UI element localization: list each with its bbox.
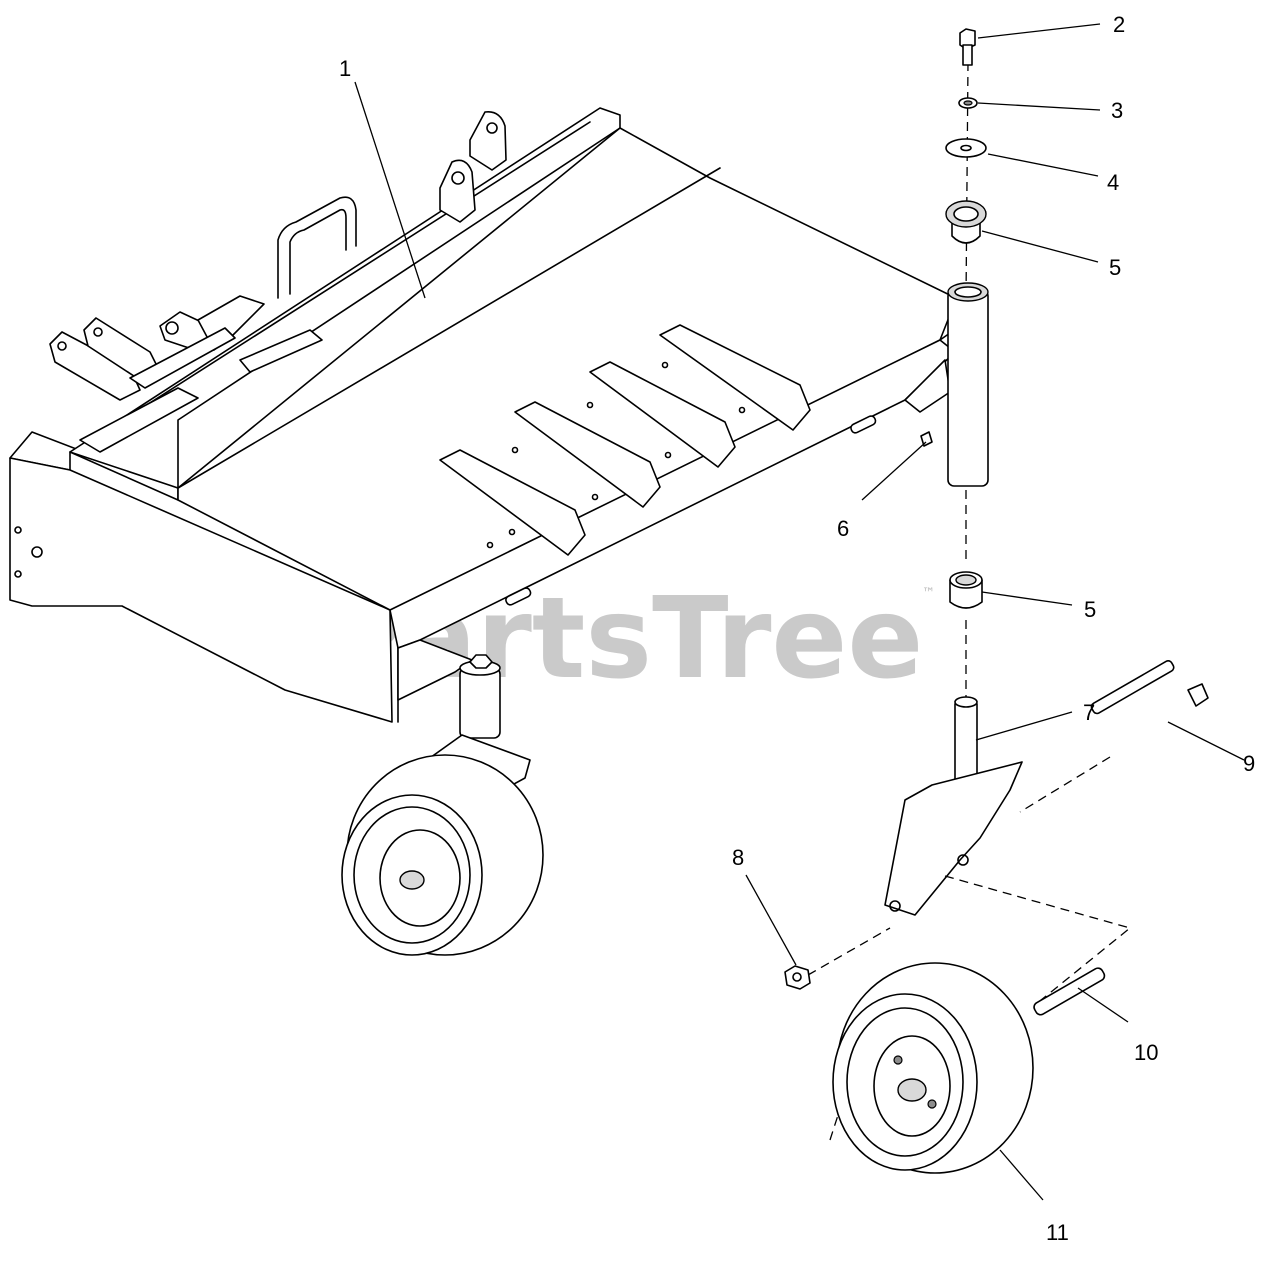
callout-3: 3 [1111, 98, 1123, 123]
callout-10: 10 [1134, 1040, 1158, 1065]
leader-lines [354, 23, 1245, 1201]
callout-8: 8 [732, 845, 744, 870]
watermark-trademark: ™ [922, 586, 935, 601]
caster-wheel [832, 962, 1034, 1174]
lock-washer [958, 97, 978, 109]
grease-fitting [920, 431, 933, 447]
bushing-lower [949, 571, 983, 609]
deck-caster-assembly [341, 654, 544, 956]
callout-5-lower: 5 [1084, 597, 1096, 622]
callout-9: 9 [1243, 751, 1255, 776]
callout-6: 6 [837, 516, 849, 541]
callout-4: 4 [1107, 170, 1119, 195]
caster-pivot-tube [904, 282, 989, 487]
caster-yoke [884, 696, 1023, 916]
callout-7: 7 [1083, 700, 1095, 725]
spacer-tube [1033, 967, 1106, 1016]
callout-11: 11 [1046, 1220, 1069, 1245]
bushing-upper [945, 200, 987, 244]
lock-nut [784, 965, 811, 990]
axle-bolt [1090, 660, 1209, 715]
callout-5-upper: 5 [1109, 255, 1121, 280]
callout-1: 1 [339, 56, 351, 81]
callouts: 1 2 3 4 5 6 5 7 9 8 10 11 [339, 12, 1255, 1245]
flat-washer [945, 138, 987, 158]
deck-caster-wheel [341, 754, 544, 956]
deck-frame [9, 107, 961, 723]
bolt [959, 28, 976, 66]
assembly-axis-line [965, 61, 969, 700]
callout-2: 2 [1113, 12, 1125, 37]
axle-axis-line [807, 756, 1132, 1141]
